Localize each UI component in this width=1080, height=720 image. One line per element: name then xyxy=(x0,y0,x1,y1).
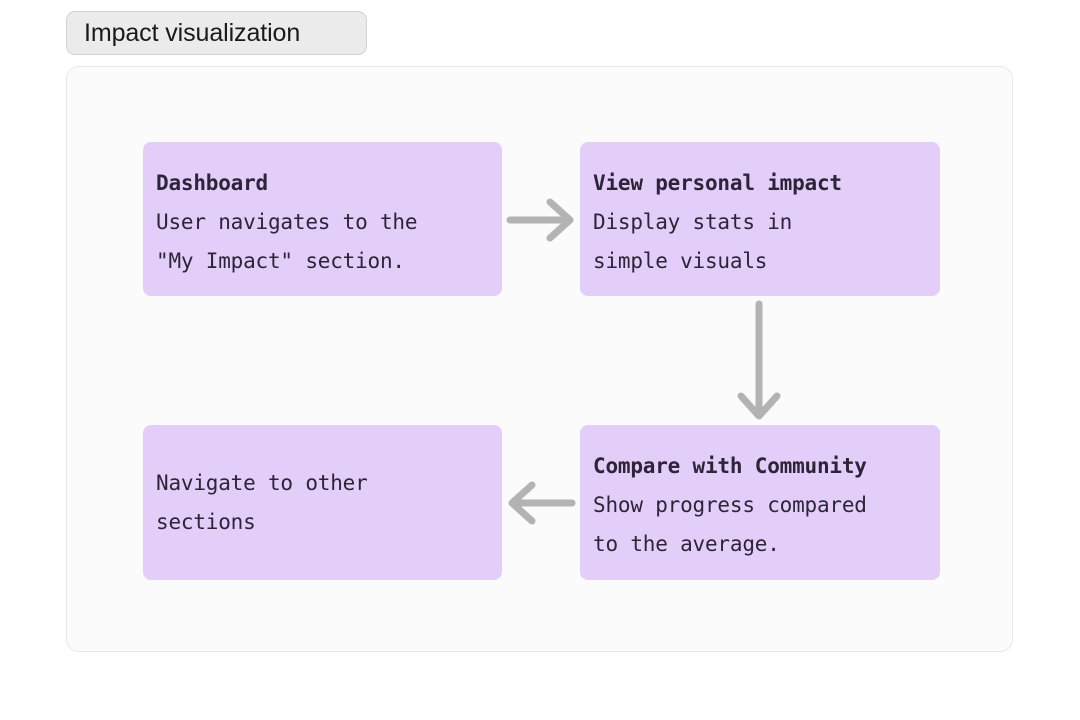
page-title-label: Impact visualization xyxy=(84,18,301,47)
flow-node-view-personal-impact[interactable]: View personal impact Display stats in si… xyxy=(580,142,940,296)
flow-node-compare-with-community-title: Compare with Community xyxy=(593,454,867,478)
flow-node-dashboard[interactable]: Dashboard User navigates to the "My Impa… xyxy=(143,142,502,296)
page-title-badge: Impact visualization xyxy=(66,11,367,55)
flow-node-compare-with-community[interactable]: Compare with Community Show progress com… xyxy=(580,425,940,580)
flow-node-dashboard-body: User navigates to the "My Impact" sectio… xyxy=(156,210,418,273)
flow-node-view-personal-impact-title: View personal impact xyxy=(593,171,842,195)
arrow-down-view-impact-to-compare xyxy=(737,300,781,420)
flow-node-view-personal-impact-body: Display stats in simple visuals xyxy=(593,210,793,273)
flow-node-compare-with-community-body: Show progress compared to the average. xyxy=(593,493,867,556)
flow-node-navigate-to-other-sections[interactable]: Navigate to other sections xyxy=(143,425,502,580)
flow-node-navigate-to-other-sections-body: Navigate to other sections xyxy=(156,470,368,534)
flowchart-canvas: Dashboard User navigates to the "My Impa… xyxy=(67,67,1014,653)
diagram-container: Dashboard User navigates to the "My Impa… xyxy=(66,66,1013,652)
flow-node-dashboard-title: Dashboard xyxy=(156,171,268,195)
arrow-right-dashboard-to-view-impact xyxy=(506,198,574,242)
arrow-left-compare-to-navigate-other xyxy=(508,481,576,525)
